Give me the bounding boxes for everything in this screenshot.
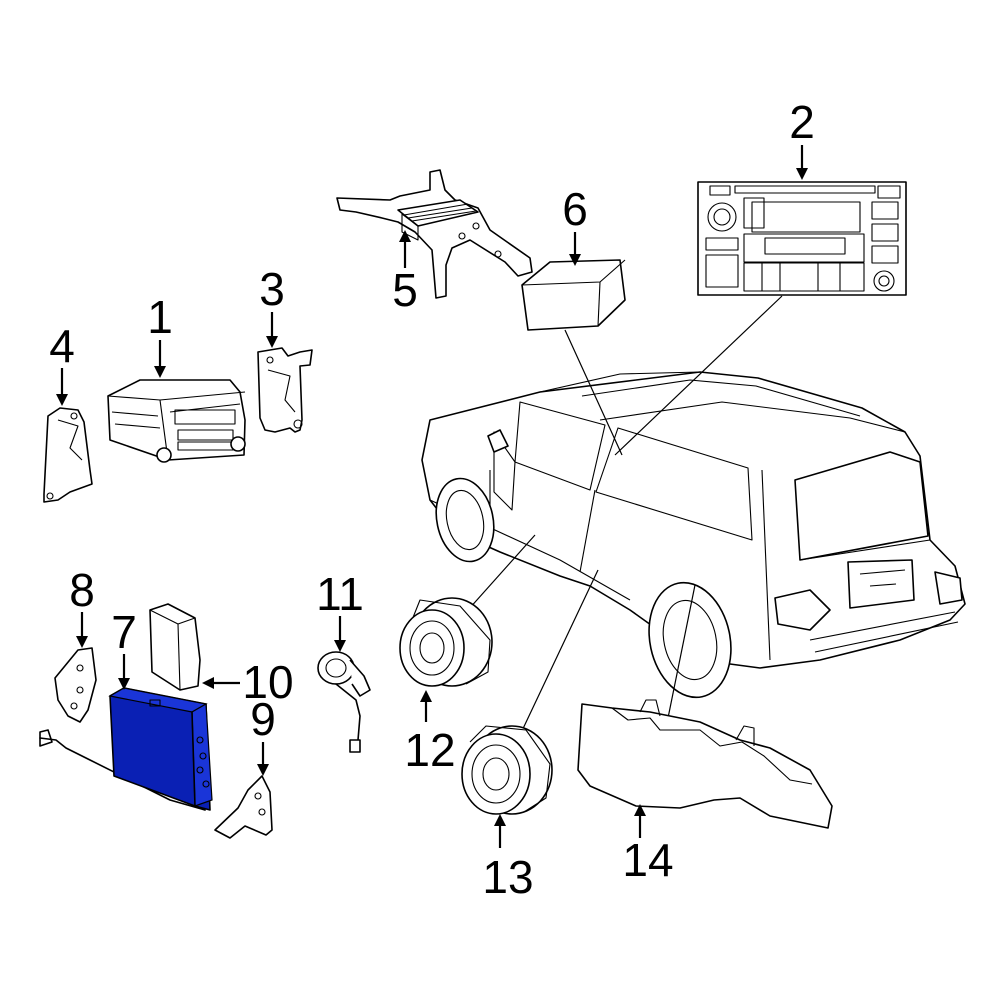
part-9-bracket [214, 775, 273, 839]
callout-13: 13 [482, 851, 533, 903]
part-12-speaker [399, 597, 493, 687]
callout-11: 11 [316, 568, 364, 620]
part-3-bracket [257, 347, 313, 433]
callout-3: 3 [259, 263, 285, 315]
callout-4: 4 [49, 320, 75, 372]
callout-9: 9 [250, 693, 276, 745]
part-8-bracket [54, 647, 97, 723]
part-6-module [521, 259, 626, 331]
callout-7: 7 [111, 606, 137, 658]
part-7-amplifier-highlighted [39, 687, 213, 811]
part-13-speaker [461, 725, 553, 815]
callout-arrows [56, 145, 808, 848]
part-4-bracket [43, 407, 93, 503]
vehicle-suv [421, 371, 966, 699]
callout-10: 10 [242, 656, 293, 708]
callout-labels: 1 2 3 4 5 6 7 8 9 10 11 12 13 14 [49, 96, 815, 903]
callout-14: 14 [622, 834, 673, 886]
callout-8: 8 [69, 564, 95, 616]
part-1-radio-unit [107, 379, 246, 463]
part-10-module [149, 603, 201, 691]
callout-1: 1 [147, 291, 173, 343]
callout-12: 12 [404, 724, 455, 776]
part-2-radio-faceplate [697, 181, 907, 296]
part-5-bracket [336, 169, 533, 299]
leader-lines [467, 295, 783, 736]
callout-6: 6 [562, 183, 588, 235]
part-11-tweeter [317, 651, 371, 753]
callout-2: 2 [789, 96, 815, 148]
callout-5: 5 [392, 264, 418, 316]
part-14-enclosure [577, 699, 833, 829]
